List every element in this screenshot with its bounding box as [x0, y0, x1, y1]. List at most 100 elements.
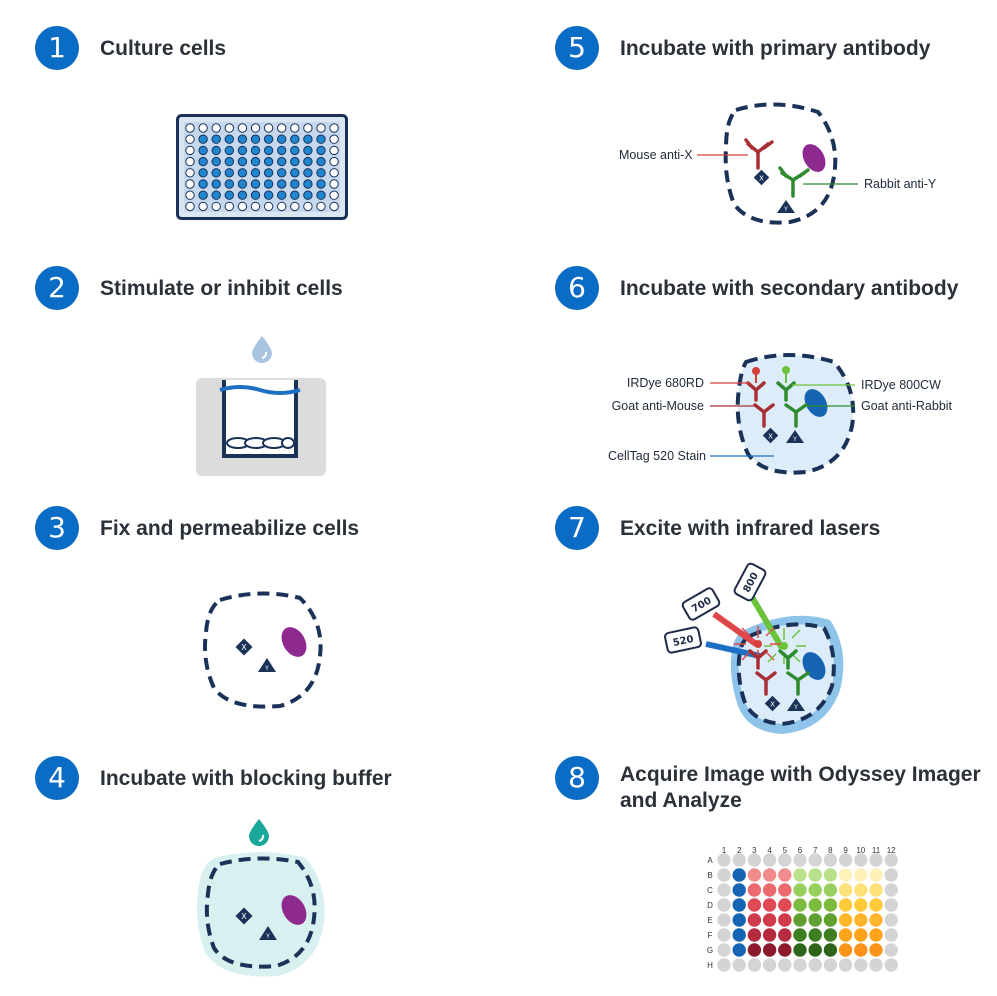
plate-column-label: 3 — [752, 846, 757, 855]
result-well — [747, 853, 762, 867]
step-number-badge: 3 — [35, 506, 79, 550]
result-well — [732, 943, 746, 957]
result-well — [762, 958, 777, 972]
step-title: Stimulate or inhibit cells — [100, 277, 343, 300]
step-title: Incubate with primary antibody — [620, 37, 931, 60]
plate-well — [290, 134, 300, 144]
result-well — [732, 913, 746, 927]
plate-row-label: B — [707, 871, 712, 880]
plate-well — [277, 179, 287, 189]
plate-well — [237, 168, 248, 178]
result-well — [717, 943, 731, 957]
plate-row-label: H — [707, 961, 713, 970]
svg-text:Y: Y — [265, 933, 270, 940]
plate-well — [211, 134, 221, 144]
laser-520: 520 — [664, 626, 702, 654]
plate-well — [198, 156, 208, 167]
result-well — [747, 883, 762, 897]
plate-well — [250, 179, 261, 189]
plate-well — [263, 179, 274, 189]
result-well — [854, 853, 868, 867]
drop-icon — [252, 336, 272, 363]
svg-text:X: X — [759, 175, 764, 183]
plate-well — [316, 145, 326, 156]
result-well — [854, 928, 868, 942]
result-well — [747, 958, 762, 972]
plate-well — [185, 190, 195, 200]
goat-anti-rabbit-label: Goat anti-Rabbit — [861, 399, 953, 413]
result-well — [717, 883, 731, 897]
result-well — [808, 883, 822, 897]
plate-well — [329, 145, 339, 156]
plate-well — [316, 156, 326, 167]
plate-well — [277, 201, 287, 212]
result-well — [838, 958, 853, 972]
result-well — [747, 868, 762, 882]
plate-well — [277, 145, 287, 156]
step-number-badge: 2 — [35, 266, 79, 310]
result-well — [793, 913, 807, 927]
result-well — [869, 943, 883, 957]
plate-well — [290, 156, 300, 167]
result-well — [732, 853, 746, 867]
result-well — [778, 913, 792, 927]
celltag-520-label: CellTag 520 Stain — [608, 449, 706, 463]
step-title: Incubate with blocking buffer — [100, 767, 392, 790]
result-well — [717, 913, 731, 927]
plate-well — [185, 201, 195, 212]
result-well — [732, 883, 746, 897]
plate-well — [211, 179, 221, 189]
plate-well — [290, 145, 300, 156]
result-well — [808, 943, 822, 957]
plate-well — [198, 134, 208, 144]
result-well — [854, 943, 868, 957]
plate-well — [303, 168, 313, 178]
goat-anti-mouse-label: Goat anti-Mouse — [612, 399, 704, 413]
plate-well — [224, 145, 234, 156]
plate-column-label: 7 — [813, 846, 818, 855]
plate-well — [263, 145, 274, 156]
rabbit-anti-y-label: Rabbit anti-Y — [864, 177, 937, 191]
result-well — [808, 958, 822, 972]
laser-800: 800 — [733, 562, 767, 602]
plate-well — [211, 201, 221, 212]
result-well — [778, 958, 792, 972]
step-5: 5 Incubate with primary antibody X Y Mou… — [520, 0, 997, 240]
step-1: 1 Culture cells — [0, 0, 480, 240]
plate-column-label: 2 — [737, 846, 742, 855]
plate-well — [250, 145, 261, 156]
result-well — [838, 853, 853, 867]
step-2: 2 Stimulate or inhibit cells — [0, 240, 480, 480]
plate-well — [316, 123, 326, 133]
svg-text:X: X — [768, 433, 773, 441]
plate-column-label: 4 — [767, 846, 772, 855]
plate-well — [224, 156, 234, 167]
svg-text:X: X — [241, 643, 247, 652]
plate-well — [263, 123, 274, 133]
plate-well — [237, 145, 248, 156]
step-number-badge: 4 — [35, 756, 79, 800]
result-well — [884, 883, 898, 897]
step-7: 7 Excite with infrared lasers — [520, 480, 997, 734]
result-well — [823, 883, 838, 897]
result-well — [762, 913, 777, 927]
plate-well — [263, 156, 274, 167]
plate-well — [329, 134, 339, 144]
result-well — [778, 898, 792, 912]
plate-well — [303, 201, 313, 212]
result-well — [884, 958, 898, 972]
result-well — [808, 853, 822, 867]
result-well — [838, 943, 853, 957]
result-well — [838, 883, 853, 897]
plate-well — [329, 168, 339, 178]
result-well — [854, 913, 868, 927]
result-well — [838, 928, 853, 942]
plate-column-label: 11 — [872, 846, 881, 855]
plate-well — [277, 190, 287, 200]
secondary-antibody-illustration: X Y IRDye 680RD Goat anti-Mouse CellTag … — [608, 353, 953, 475]
result-well — [732, 928, 746, 942]
step-number-badge: 5 — [555, 26, 599, 70]
plate-well — [224, 190, 234, 200]
plate-column-label: 12 — [887, 846, 896, 855]
